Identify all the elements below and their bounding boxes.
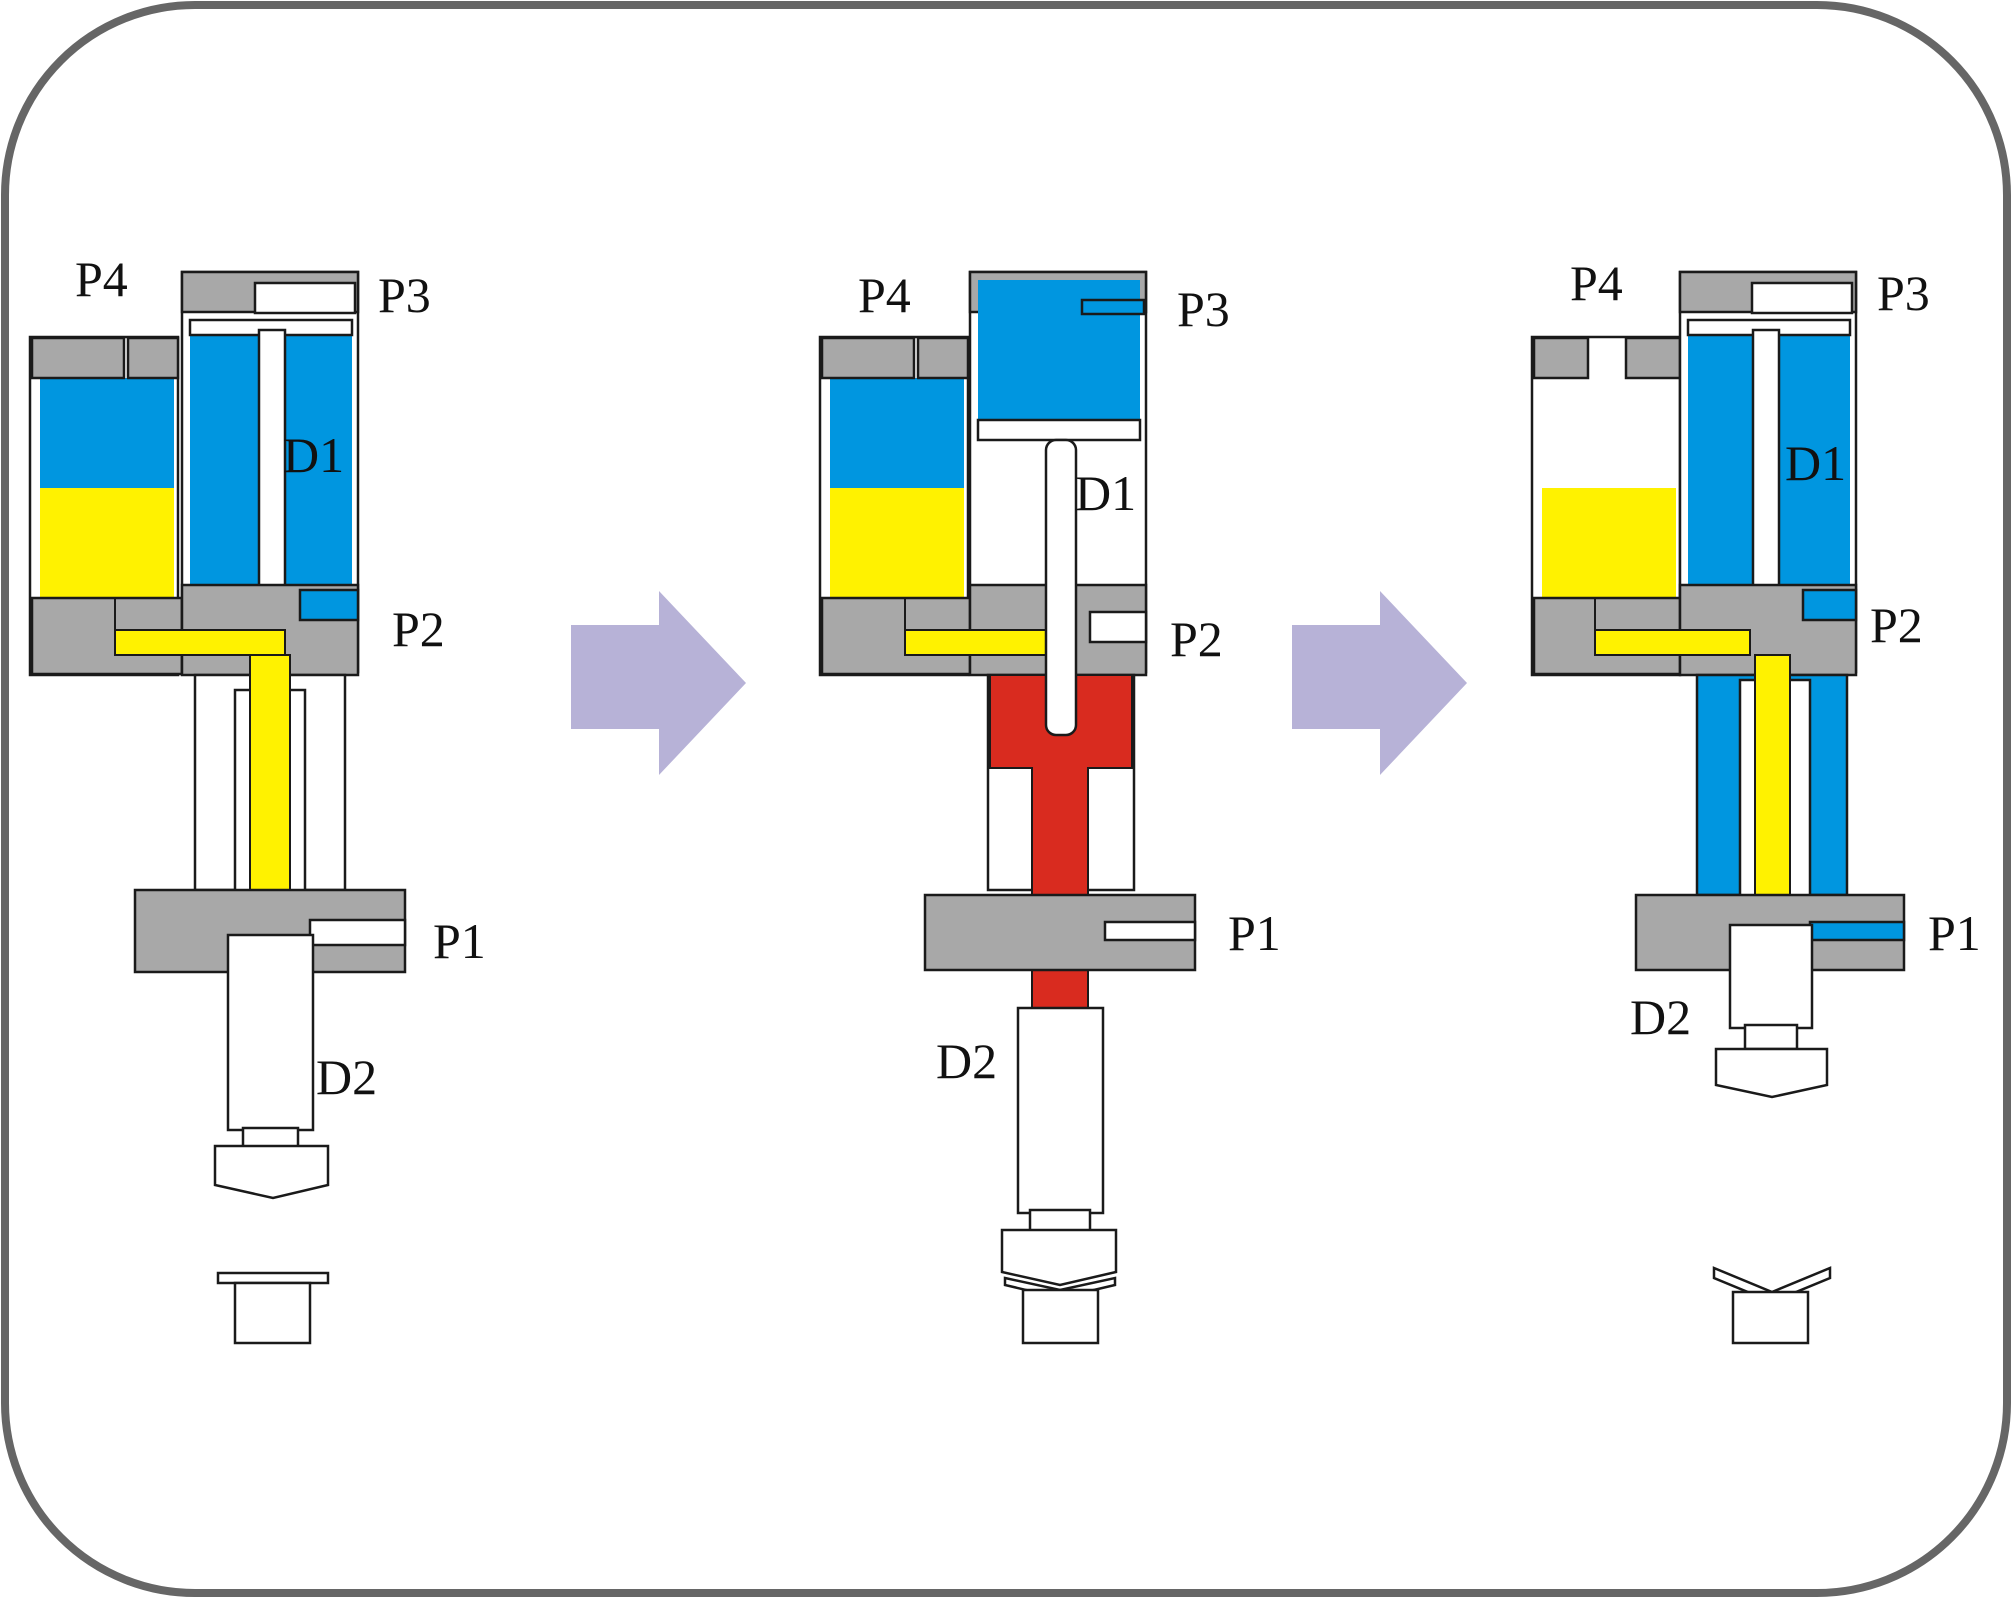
stage-1-label-p2: P2 (392, 601, 445, 657)
stage-3-label-p2: P2 (1870, 597, 1923, 653)
reservoir-cap-left (30, 336, 126, 380)
ram-rod (1728, 923, 1814, 1030)
stage-2-label-d1: D1 (1075, 465, 1136, 521)
stage-3-label-p4: P4 (1570, 255, 1623, 311)
ram-neck (1743, 1023, 1799, 1051)
punch-tool (1000, 1228, 1118, 1287)
stage-2-label-p1: P1 (1228, 905, 1281, 961)
reservoir-cap-right (126, 336, 180, 380)
process-arrow-2 (1292, 591, 1467, 775)
stage-3-label-p1: P1 (1928, 905, 1981, 961)
punch-tool (1714, 1047, 1829, 1099)
stage-1-label-p1: P1 (433, 913, 486, 969)
reservoir-cap-left (820, 336, 916, 380)
workpiece-die (1021, 1288, 1100, 1345)
p3-port (1080, 298, 1146, 316)
stage-1-label-p3: P3 (378, 267, 431, 323)
ram-neck (1028, 1208, 1092, 1234)
oil-channel (1594, 598, 1751, 656)
booster-rod (1751, 328, 1781, 622)
ram-rod (1016, 1006, 1105, 1215)
p2-port (1088, 610, 1148, 644)
workpiece-plate (216, 1271, 330, 1285)
punch-tool (213, 1144, 330, 1200)
stage-2-label-p4: P4 (858, 267, 911, 323)
booster-rod (1044, 438, 1078, 737)
booster-piston (976, 418, 1142, 442)
reservoir-air (40, 378, 174, 488)
p2-port (1801, 588, 1858, 622)
stage-2-label-p2: P2 (1170, 611, 1223, 667)
p1-port (1808, 920, 1906, 942)
p1-port (1103, 920, 1197, 942)
booster-rod (257, 328, 287, 622)
ram-rod (226, 933, 315, 1132)
stage-1-label-d2: D2 (316, 1049, 377, 1105)
stage-3-label-p3: P3 (1877, 265, 1930, 321)
reservoir-cap-left (1532, 336, 1590, 380)
stage-1-label-p4: P4 (75, 251, 128, 307)
stage-1-label-d1: D1 (283, 427, 344, 483)
p1-port (308, 918, 407, 947)
p3-port (1750, 281, 1854, 315)
stage-2-booster (818, 270, 1197, 1345)
workpiece-die (1731, 1290, 1810, 1345)
reservoir-cap-right (1624, 336, 1682, 380)
reservoir-oil (1542, 488, 1676, 598)
stage-3-label-d1: D1 (1785, 435, 1846, 491)
workpiece-die (233, 1281, 312, 1345)
reservoir-air (830, 378, 964, 488)
p2-port (298, 588, 360, 622)
reservoir-oil (40, 488, 174, 598)
stage-1-booster (28, 270, 407, 1345)
p3-port (253, 281, 357, 315)
reservoir-cap-right (916, 336, 970, 380)
stage-3-booster (1530, 270, 1906, 1345)
process-arrow-1 (571, 591, 746, 775)
reservoir-oil (830, 488, 964, 598)
stage-3-label-d2: D2 (1630, 989, 1691, 1045)
stage-2-label-p3: P3 (1177, 281, 1230, 337)
stage-2-label-d2: D2 (936, 1033, 997, 1089)
ram-oil (1754, 654, 1791, 924)
